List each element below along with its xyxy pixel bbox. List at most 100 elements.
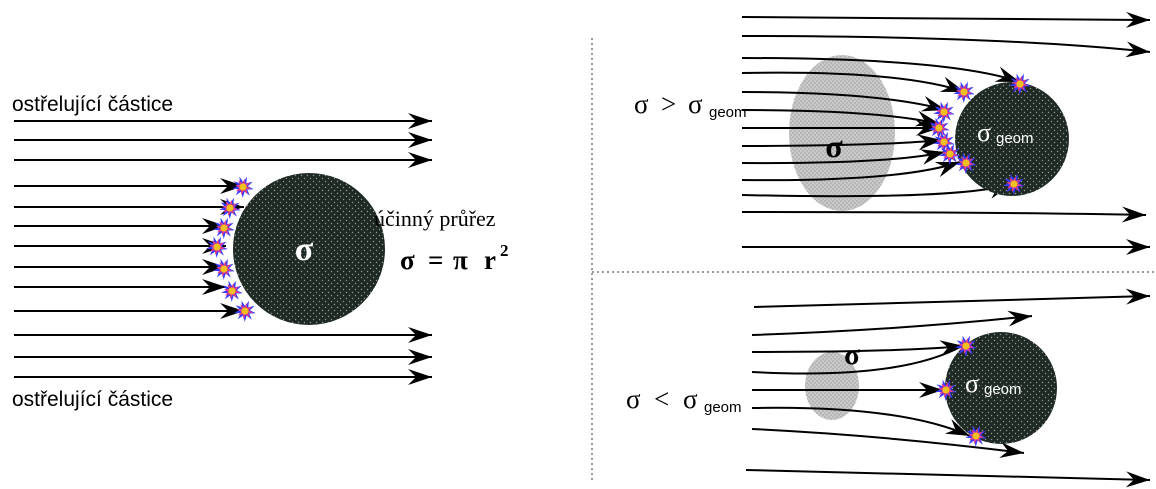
arrow-head — [408, 113, 432, 129]
particle-path — [741, 91, 947, 111]
right-bottom-impact-bursts — [935, 335, 987, 447]
geometric-target-top — [955, 82, 1069, 196]
arrow-head — [408, 327, 432, 343]
label-bombarding-particles-top: ostřelující částice — [12, 93, 173, 116]
impact-burst — [928, 117, 950, 139]
cond-less-op: < — [654, 384, 669, 414]
cond-greater-op: > — [661, 89, 676, 119]
right-top-particle-paths — [741, 11, 1151, 255]
arrow-head — [408, 369, 432, 385]
arrow-head — [944, 418, 970, 436]
particle-path — [751, 345, 963, 375]
right-top-impact-bursts — [928, 73, 1031, 195]
arrow-head — [1126, 239, 1150, 255]
formula-equals: = — [428, 245, 443, 275]
condition-sigma-greater-than-geom: σ > σ geom — [634, 89, 747, 121]
arrow-head — [1007, 310, 1032, 327]
arrow-head — [939, 340, 964, 357]
arrow-head — [920, 95, 946, 112]
arrow-head — [919, 149, 945, 165]
particle-path — [751, 345, 965, 353]
impact-burst — [213, 217, 235, 239]
impact-burst — [955, 152, 977, 174]
target-label-top: σ geom — [977, 118, 1034, 147]
impact-burst — [933, 131, 955, 153]
impact-burst — [955, 335, 977, 357]
cond-geom-subscript-b: geom — [704, 399, 742, 416]
target-sigma-bottom: σ — [965, 369, 979, 398]
impact-burst — [221, 280, 243, 302]
impact-burst — [213, 258, 235, 280]
svg-text:σ < σ: σ < σ — [626, 384, 698, 414]
cond-sigma-b: σ — [626, 384, 641, 414]
particle-path — [741, 211, 1147, 216]
impact-burst — [234, 300, 256, 322]
arrow-head — [408, 349, 432, 365]
right-bottom-panel: σ σ < σ geom σ geom — [626, 288, 1151, 488]
formula-r: r — [484, 245, 496, 275]
arrow-head — [917, 134, 942, 151]
effective-sigma-symbol-bottom: σ — [844, 339, 860, 371]
right-top-panel: σ σ > σ geom σ geom — [634, 11, 1151, 255]
left-impact-bursts — [206, 176, 256, 322]
effective-sigma-symbol-top: σ — [825, 128, 843, 164]
particle-path — [741, 57, 1021, 83]
arrow-head — [408, 132, 432, 148]
cond-sigma-geom-b: σ — [683, 384, 698, 414]
arrow-head — [220, 178, 244, 194]
svg-text:σ > σ: σ > σ — [634, 89, 703, 119]
impact-burst — [206, 236, 228, 258]
arrow-head — [1125, 471, 1150, 488]
cond-sigma-geom: σ — [688, 89, 703, 119]
arrow-head — [934, 162, 960, 178]
arrow-head — [202, 279, 226, 295]
svg-text:σ = π: σ = π r — [400, 245, 496, 275]
arrow-head — [202, 259, 226, 275]
particle-path — [751, 315, 1033, 336]
cross-section-label: účinný průřez — [374, 206, 496, 231]
target-geom-subscript-top: geom — [996, 130, 1034, 147]
particle-path — [741, 16, 1151, 21]
particle-path — [741, 35, 1151, 53]
formula-sigma: σ — [400, 245, 415, 275]
target-geom-subscript-bottom: geom — [984, 381, 1022, 398]
arrow-head — [994, 66, 1020, 82]
right-bottom-particle-paths — [745, 288, 1151, 488]
target-sigma-symbol: σ — [295, 231, 314, 268]
arrow-head — [999, 442, 1024, 458]
target-nucleus — [233, 173, 385, 325]
particle-path — [751, 428, 1025, 454]
impact-burst — [1009, 73, 1031, 95]
target-sigma-top: σ — [977, 118, 991, 147]
impact-burst — [232, 176, 254, 198]
arrow-head — [1125, 288, 1150, 305]
arrow-head — [408, 152, 432, 168]
impact-burst — [219, 197, 241, 219]
target-label-bottom: σ geom — [965, 369, 1022, 398]
left-panel: ostřelující částice ostřelující částice … — [12, 93, 509, 411]
arrow-head — [220, 303, 244, 319]
particle-path — [751, 406, 971, 437]
effective-cross-section-small — [805, 352, 859, 420]
impact-burst — [1003, 173, 1025, 195]
arrow-head — [202, 218, 226, 234]
particle-path — [741, 71, 966, 93]
cond-sigma: σ — [634, 89, 649, 119]
label-bombarding-particles-bottom: ostřelující částice — [12, 388, 173, 411]
arrow-head — [1125, 11, 1150, 28]
formula-exponent: 2 — [500, 241, 509, 260]
cond-geom-subscript: geom — [709, 104, 747, 121]
particle-path — [741, 139, 943, 147]
condition-sigma-less-than-geom: σ < σ geom — [626, 384, 742, 416]
particle-path — [753, 295, 1151, 308]
particle-path — [745, 469, 1151, 481]
arrow-head — [1125, 41, 1150, 58]
impact-burst — [933, 101, 955, 123]
impact-burst — [965, 425, 987, 447]
impact-burst — [939, 143, 961, 165]
formula-pi: π — [453, 245, 468, 275]
impact-burst — [953, 81, 975, 103]
arrow-head — [916, 120, 940, 136]
arrow-head — [1121, 206, 1146, 223]
